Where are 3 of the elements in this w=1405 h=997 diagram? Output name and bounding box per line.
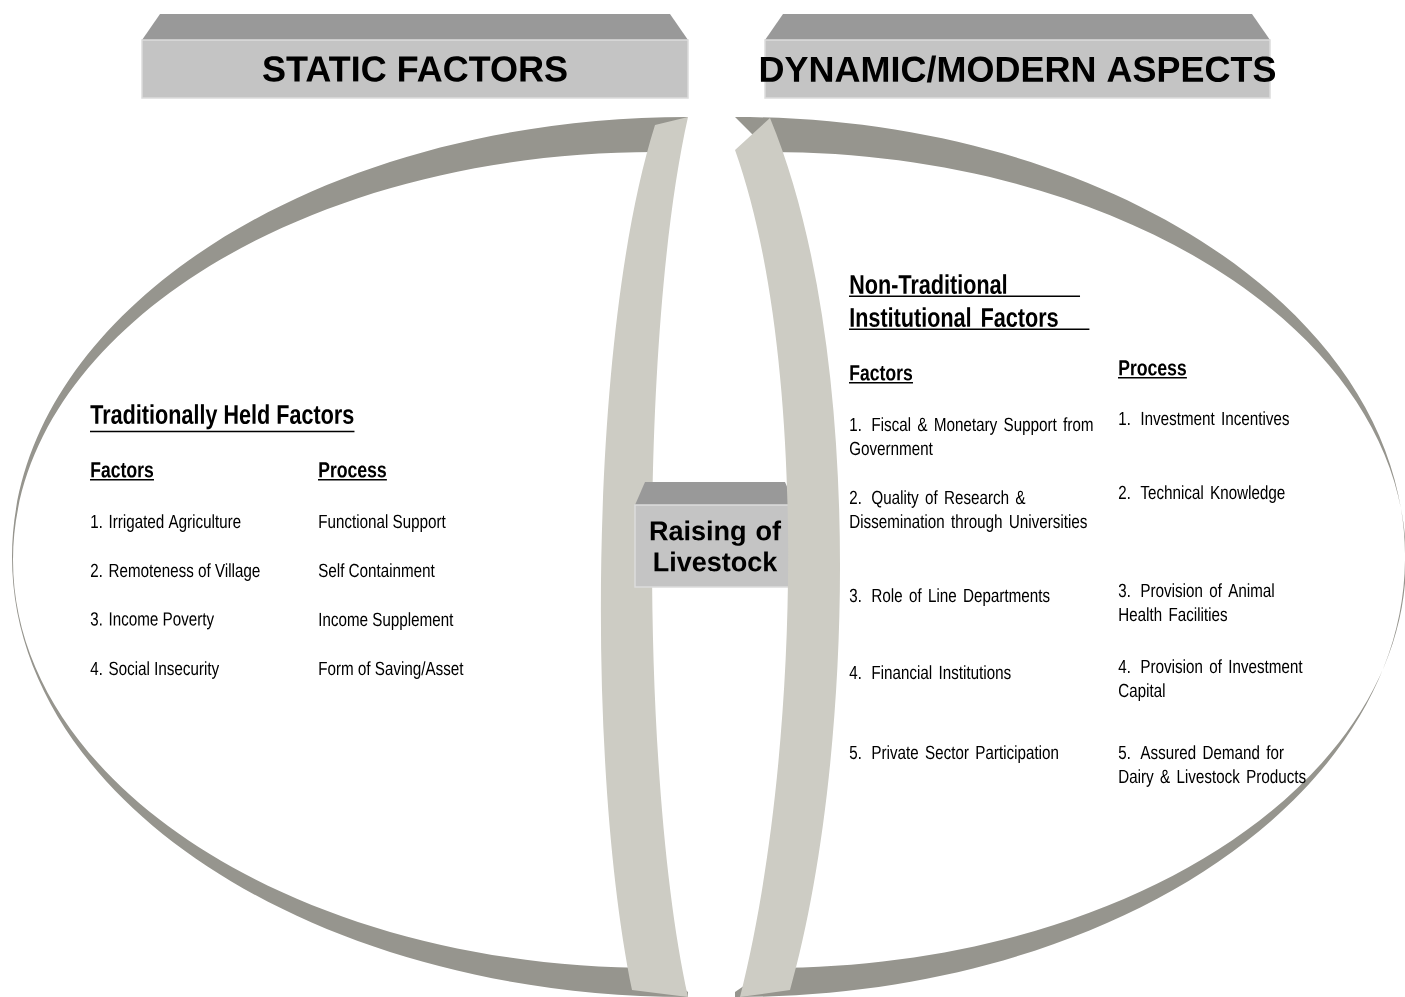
box: Raising of Livestock xyxy=(634,482,796,588)
box: DYNAMIC/MODERN ASPECTS xyxy=(760,14,1276,99)
box: STATIC FACTORS xyxy=(141,14,689,99)
